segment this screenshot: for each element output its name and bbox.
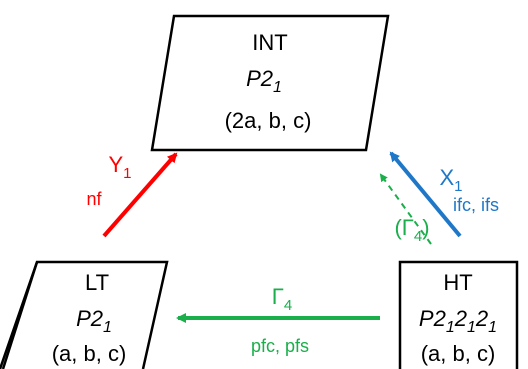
lt-box-name: LT xyxy=(85,270,109,295)
ht-to-lt-transition: Γ4 pfc, pfs xyxy=(176,284,380,356)
int-box-outline xyxy=(150,14,390,152)
int-box-space-group: P21 xyxy=(246,66,282,96)
int-phase-box: INT P21 (2a, b, c) xyxy=(150,14,390,152)
ht-to-int-secondary-transition: (Γ4) xyxy=(379,173,432,245)
lt-box-space-group: P21 xyxy=(76,306,112,336)
int-box-name: INT xyxy=(252,30,287,55)
ht-box-outline xyxy=(398,260,519,369)
ht-to-int-dashed-irrep: (Γ4) xyxy=(394,215,429,245)
ht-to-int-irrep: X1 xyxy=(439,165,462,195)
lt-box-cell: (a, b, c) xyxy=(52,341,127,366)
ht-to-int-transition: X1 ifc, ifs xyxy=(389,151,499,238)
ht-box-space-group: P212121 xyxy=(419,306,497,336)
ht-phase-box: HT P212121 (a, b, c) xyxy=(398,260,519,369)
lt-to-int-irrep: Y1 xyxy=(108,152,131,182)
ht-to-int-arrow xyxy=(389,151,462,238)
ht-to-lt-condition: pfc, pfs xyxy=(251,336,309,356)
ht-to-lt-irrep: Γ4 xyxy=(272,284,292,314)
ht-to-int-dashed-arrow xyxy=(379,173,432,245)
lt-to-int-transition: Y1 nf xyxy=(86,152,178,238)
lt-box-outline xyxy=(0,260,169,369)
int-box-cell: (2a, b, c) xyxy=(225,108,312,133)
ht-box-name: HT xyxy=(443,270,472,295)
lt-to-int-condition: nf xyxy=(86,189,102,209)
ht-to-int-condition: ifc, ifs xyxy=(453,195,499,215)
lt-to-int-arrow xyxy=(102,152,178,238)
lt-phase-box: LT P21 (a, b, c) xyxy=(0,260,169,369)
ht-box-cell: (a, b, c) xyxy=(421,341,496,366)
